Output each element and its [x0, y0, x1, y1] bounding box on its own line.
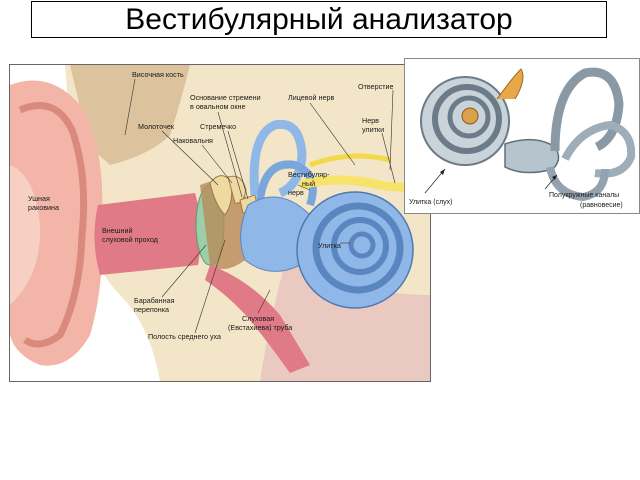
- label-opening: Отверстие: [358, 82, 394, 91]
- labyrinth-cochlea-turn-1: [432, 84, 502, 154]
- labyrinth-canal-lateral: [561, 120, 636, 178]
- label-temporal-bone: Височная кость: [132, 70, 184, 79]
- ear-anatomy-svg: Височная кость Основание стремени в овал…: [10, 65, 430, 381]
- label-cochlear-nerve-2: улитки: [362, 125, 384, 134]
- label-facial-nerve: Лицевой нерв: [288, 93, 334, 102]
- label-middle-ear: Полость среднего уха: [148, 332, 221, 341]
- facial-nerve: [309, 153, 391, 168]
- cochlea-turn-2: [331, 217, 389, 275]
- bone-texture: [70, 65, 190, 165]
- incus: [227, 175, 247, 204]
- pinna-fold: [18, 102, 88, 348]
- ear-anatomy-diagram: Височная кость Основание стремени в овал…: [9, 64, 431, 382]
- label-stapes-base-1: Основание стремени: [190, 93, 261, 102]
- cochlea-turn-1: [312, 202, 404, 294]
- ear-canal: [94, 193, 201, 275]
- label-pinna-2: раковина: [28, 203, 59, 212]
- slide-title: Вестибулярный анализатор: [125, 3, 513, 36]
- label-cochlear-nerve-1: Нерв: [362, 116, 379, 125]
- label-pinna-1: Ушная: [28, 194, 50, 203]
- label-malleus: Молоточек: [138, 122, 175, 131]
- labyrinth-nerve: [496, 68, 524, 100]
- label-cochlea: Улитка: [318, 241, 341, 250]
- eustachian-tube: [205, 265, 310, 373]
- label-stapes-base-2: в овальном окне: [190, 102, 246, 111]
- cochlea-turn-3: [348, 231, 376, 259]
- label-vestibular-nerve-1: Вестибуляр-: [288, 170, 330, 179]
- labyrinth-cochlea-turn-2: [447, 95, 491, 139]
- label-eustachian-1: Слуховая: [242, 314, 274, 323]
- labyrinth-vestibule: [504, 138, 560, 174]
- inner-ear-svg: Улитка (слух) Полукружные каналы (равнов…: [405, 59, 639, 213]
- lower-tissue: [260, 245, 430, 381]
- malleus: [209, 175, 233, 216]
- label-vestibular-nerve-3: нерв: [288, 188, 304, 197]
- label-canals-2: (равновесие): [580, 202, 623, 209]
- label-vestibular-nerve-2: ный: [302, 179, 315, 188]
- title-box: Вестибулярный анализатор: [31, 1, 607, 38]
- label-incus: Наковальня: [173, 136, 213, 145]
- label-ear-canal-2: слуховой проход: [102, 235, 159, 244]
- label-tympanic-1: Барабанная: [134, 296, 175, 305]
- label-eustachian-2: (Евстахиева) труба: [228, 323, 292, 332]
- label-canals-1: Полукружные каналы: [549, 192, 619, 199]
- pinna-inner: [10, 165, 41, 305]
- label-tympanic-2: перепонка: [134, 305, 169, 314]
- inner-ear-diagram: Улитка (слух) Полукружные каналы (равнов…: [404, 58, 640, 214]
- label-stapes: Стремечко: [200, 122, 236, 131]
- leader-lines: [124, 78, 396, 334]
- label-cochlea-hearing: Улитка (слух): [409, 199, 452, 206]
- labyrinth-canal-posterior: [546, 166, 609, 202]
- semicircular-canal-1: [249, 119, 307, 198]
- label-ear-canal-1: Внешний: [102, 226, 133, 235]
- semicircular-canal-2: [256, 160, 317, 207]
- labyrinth-cochlea-apex: [461, 107, 479, 125]
